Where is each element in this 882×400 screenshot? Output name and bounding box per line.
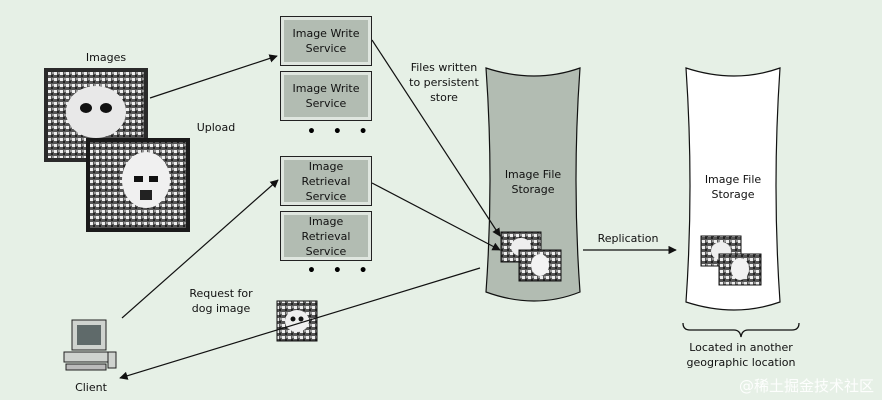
arrow-write-to-storage <box>371 39 501 237</box>
retrieval-services-ellipsis: • • • <box>307 263 374 279</box>
located-label: Located in another geographic location <box>686 341 796 369</box>
upload-label: Upload <box>196 121 236 134</box>
arrow-storage-to-client <box>119 267 481 380</box>
storage-right-label: Image File Storage <box>704 173 762 201</box>
stormtrooper-photo-icon <box>86 138 190 232</box>
storage-left-label: Image File Storage <box>504 168 562 196</box>
dog-thumbnail-icon <box>276 300 318 342</box>
watermark-text: @稀土掘金技术社区 <box>738 377 874 395</box>
images-label: Images <box>85 51 127 64</box>
computer-icon <box>63 319 117 371</box>
files-written-label: Files written to persistent store <box>409 61 479 104</box>
arrow-retrieval-to-storage <box>371 182 501 251</box>
write-services-ellipsis: • • • <box>307 124 374 140</box>
storage-left-thumbnails <box>500 231 562 282</box>
client-label: Client <box>75 381 107 394</box>
location-bracket <box>682 322 800 338</box>
arrow-upload <box>149 54 278 99</box>
storage-right-thumbnails <box>700 235 762 286</box>
replication-label: Replication <box>597 232 659 245</box>
arrow-client-request <box>121 179 279 319</box>
request-label: Request for dog image <box>189 287 253 315</box>
